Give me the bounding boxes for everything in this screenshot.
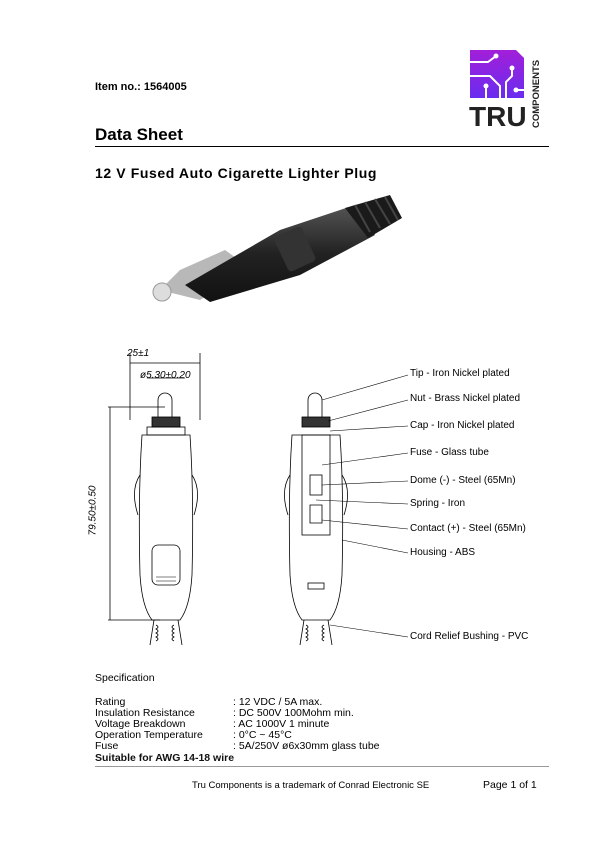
dimension-tip: ø5.30±0.20 xyxy=(140,370,191,381)
spec-key: Fuse xyxy=(95,740,119,752)
spec-value: : 0°C ~ 45°C xyxy=(233,729,292,741)
spec-value: : AC 1000V 1 minute xyxy=(233,718,330,730)
dimension-width: 25±1 xyxy=(127,348,150,359)
item-number: Item no.: 1564005 xyxy=(95,81,187,93)
part-label: Fuse - Glass tube xyxy=(410,447,489,458)
divider xyxy=(95,146,549,147)
spec-value: : 5A/250V ø6x30mm glass tube xyxy=(233,740,380,752)
spec-key: Rating xyxy=(95,696,126,708)
svg-text:COMPONENTS: COMPONENTS xyxy=(531,60,542,128)
part-label: Contact (+) - Steel (65Mn) xyxy=(410,523,526,534)
svg-text:TRU: TRU xyxy=(469,101,527,132)
part-label: Tip - Iron Nickel plated xyxy=(410,368,510,379)
tru-components-logo: TRU COMPONENTS xyxy=(466,46,550,132)
part-label: Cord Relief Bushing - PVC xyxy=(410,631,529,642)
spec-key: Operation Temperature xyxy=(95,729,203,741)
part-label: Spring - Iron xyxy=(410,498,466,509)
spec-key: Insulation Resistance xyxy=(95,707,195,719)
spec-value: : 12 VDC / 5A max. xyxy=(233,696,323,708)
part-label: Dome (-) - Steel (65Mn) xyxy=(410,475,516,486)
page-number: Page 1 of 1 xyxy=(483,779,537,791)
spec-heading: Specification xyxy=(95,672,155,684)
product-photo xyxy=(140,190,410,320)
part-label: Nut - Brass Nickel plated xyxy=(410,393,521,404)
part-label: Housing - ABS xyxy=(410,547,476,558)
wire-note: Suitable for AWG 14-18 wire xyxy=(95,752,235,764)
spec-value: : DC 500V 100Mohm min. xyxy=(233,707,354,719)
page-title: Data Sheet xyxy=(95,125,183,144)
product-title: 12 V Fused Auto Cigarette Lighter Plug xyxy=(95,165,378,181)
trademark-note: Tru Components is a trademark of Conrad … xyxy=(192,780,430,791)
technical-drawing: 25±1 ø5.30±0.20 79.50±0.50 xyxy=(87,345,420,655)
spec-key: Voltage Breakdown xyxy=(95,718,186,730)
footer-divider xyxy=(95,766,549,767)
dimension-length: 79.50±0.50 xyxy=(87,485,99,536)
part-label: Cap - Iron Nickel plated xyxy=(410,420,515,431)
